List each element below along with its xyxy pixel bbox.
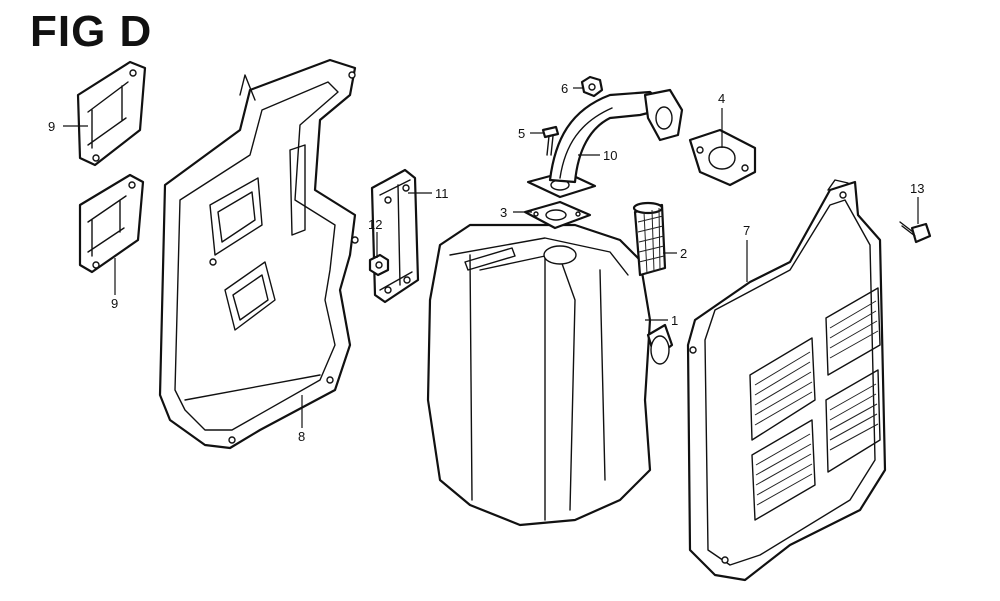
callout-5: 5 <box>518 126 525 141</box>
part-4-gasket <box>688 128 757 187</box>
part-5-bolt <box>541 125 560 156</box>
part-12-nut <box>368 253 390 277</box>
figure-title: FIG D <box>30 7 153 56</box>
callout-11: 11 <box>435 186 449 201</box>
part-10-exhaust-pipe <box>526 88 684 199</box>
part-13-bolt <box>899 221 932 244</box>
part-11-bracket <box>370 168 420 304</box>
part-6-nut <box>580 75 604 98</box>
callout-12: 12 <box>368 217 382 232</box>
callout-10: 10 <box>603 148 617 163</box>
callout-6: 6 <box>561 81 568 96</box>
leader-lines <box>63 87 919 428</box>
part-9-upper-plate <box>76 60 147 167</box>
part-2-spark-arrester-screen <box>632 201 667 277</box>
callout-2: 2 <box>680 246 687 261</box>
part-3-gasket <box>523 200 592 230</box>
part-8-muffler-shroud <box>158 58 359 450</box>
callout-7: 7 <box>743 223 750 238</box>
callout-9-lower: 9 <box>111 296 118 311</box>
callout-3: 3 <box>500 205 507 220</box>
part-1-muffler <box>426 223 674 527</box>
part-9-lower-plate <box>78 173 145 274</box>
part-7-muffler-protector <box>686 179 887 582</box>
callout-1: 1 <box>671 313 678 328</box>
callout-13: 13 <box>910 181 924 196</box>
callout-labels: 9 9 8 12 11 3 5 6 10 4 2 1 7 13 <box>48 81 924 444</box>
callout-9-upper: 9 <box>48 119 55 134</box>
callout-4: 4 <box>718 91 725 106</box>
callout-8: 8 <box>298 429 305 444</box>
